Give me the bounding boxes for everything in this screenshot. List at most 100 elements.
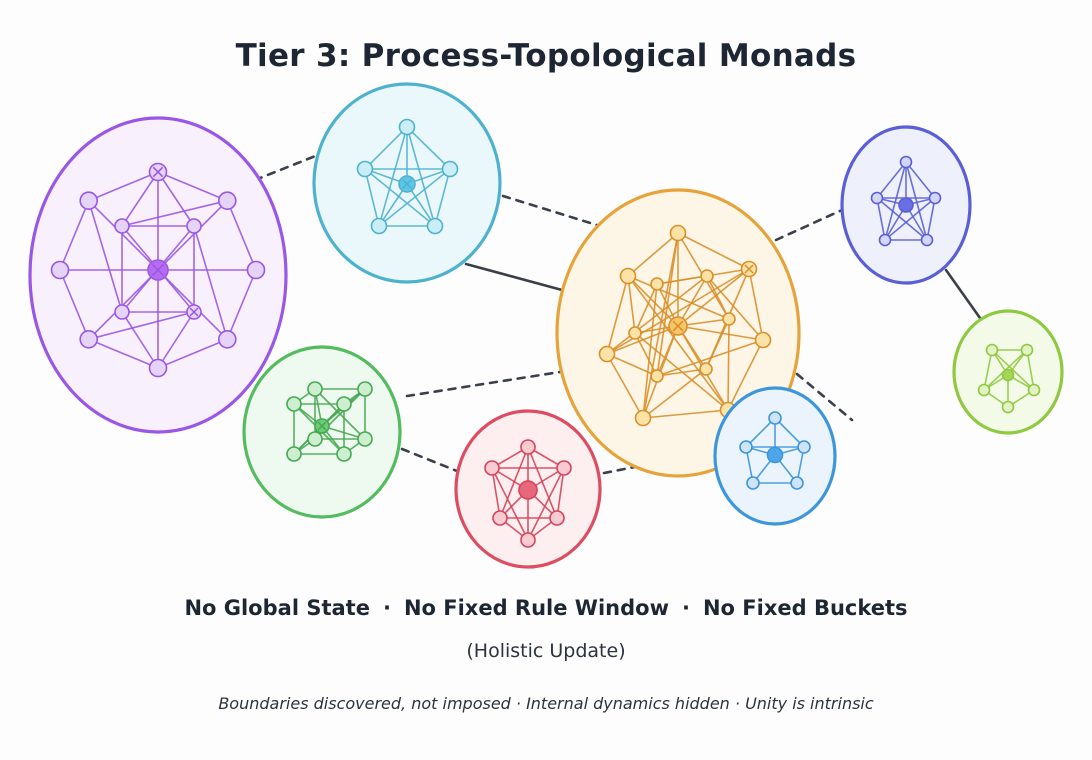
graph-node <box>484 460 500 476</box>
graph-node <box>870 191 884 205</box>
monad-purple <box>28 116 288 434</box>
graph-node <box>370 217 388 235</box>
graph-node <box>1020 343 1034 357</box>
graph-edge <box>121 171 159 227</box>
monads-layer <box>28 82 1064 569</box>
graph-node <box>336 446 352 462</box>
holistic-update-caption: (Holistic Update) <box>466 640 626 662</box>
graph-node <box>619 267 637 285</box>
graph-edge <box>634 283 658 334</box>
graph-node <box>650 369 664 383</box>
graph-edge <box>157 171 228 202</box>
graph-node <box>650 277 664 291</box>
graph-edge <box>1026 349 1035 391</box>
graph-edge <box>491 467 501 519</box>
graph-edge <box>364 168 380 227</box>
graph-node <box>246 260 266 280</box>
core-node <box>518 480 538 500</box>
graph-edge <box>226 200 257 271</box>
graph-node <box>286 446 302 462</box>
graph-edge <box>905 161 928 241</box>
graph-node <box>790 476 804 490</box>
graph-edge <box>59 269 90 340</box>
graph-edge <box>556 467 565 519</box>
graph-node <box>699 362 713 376</box>
graph-node <box>398 118 416 136</box>
core-node <box>1001 368 1015 382</box>
graph-edge <box>121 199 228 227</box>
graph-edge <box>157 171 195 227</box>
graph-node <box>217 329 237 349</box>
graph-edge <box>876 197 928 241</box>
graph-edge <box>634 332 658 377</box>
graph-edge <box>606 353 658 377</box>
graph-edge <box>677 232 750 270</box>
principle-no-fixed-rule-window: No Fixed Rule Window <box>403 596 669 620</box>
dashed-link <box>400 447 464 475</box>
graph-edge <box>727 318 730 411</box>
graph-edge <box>991 349 1035 391</box>
graph-node <box>598 345 616 363</box>
monad-lime <box>952 309 1064 435</box>
graph-edge <box>406 126 451 170</box>
graph-edge <box>677 268 750 327</box>
dashed-link <box>405 370 562 398</box>
graph-edge <box>527 446 558 519</box>
graph-node <box>700 269 714 283</box>
graph-node <box>628 326 642 340</box>
graph-edge <box>627 275 729 411</box>
graph-edge <box>606 275 629 355</box>
graph-edge <box>157 311 195 369</box>
graph-edge <box>774 417 805 448</box>
graph-edge <box>884 197 936 241</box>
principles-line: No Global State·No Fixed Rule Window·No … <box>0 596 1092 620</box>
cross-mark <box>151 263 165 277</box>
graph-edge <box>642 368 707 419</box>
graph-edge <box>88 338 159 369</box>
graph-node <box>634 409 652 427</box>
cross-mark <box>189 307 199 317</box>
graph-node <box>441 160 459 178</box>
graph-node <box>878 233 892 247</box>
monad-red <box>454 409 602 569</box>
monad-nodes <box>870 155 942 247</box>
graph-edge <box>606 268 750 355</box>
monad-green <box>242 345 402 519</box>
graph-edge <box>876 197 886 241</box>
monad-edges <box>59 171 257 369</box>
graph-edge <box>656 339 764 377</box>
monad-nodes <box>356 118 459 235</box>
graph-edge <box>905 161 936 199</box>
graph-node <box>426 217 444 235</box>
graph-node <box>357 381 373 397</box>
dashed-link <box>501 194 602 228</box>
graph-node <box>307 431 323 447</box>
graph-edge <box>157 338 228 369</box>
graph-edge <box>406 126 436 227</box>
graph-node <box>520 439 536 455</box>
graph-node <box>114 304 130 320</box>
graph-edge <box>226 269 257 340</box>
graph-edge <box>656 232 679 377</box>
graph-node <box>746 476 760 490</box>
graph-node <box>754 331 772 349</box>
graph-edge <box>378 126 408 227</box>
graph-node <box>114 218 130 234</box>
monad-indigo <box>840 125 972 285</box>
graph-edge <box>491 467 529 541</box>
dashed-link <box>253 153 320 182</box>
graph-edge <box>642 232 679 419</box>
monad-nodes <box>286 381 373 462</box>
graph-node <box>549 510 565 526</box>
graph-edge <box>884 161 907 241</box>
graph-edge <box>748 268 764 341</box>
graph-node <box>492 510 508 526</box>
graph-edge <box>627 275 636 334</box>
graph-edge <box>606 353 644 419</box>
graph-edge <box>88 311 195 341</box>
graph-edge <box>364 126 408 170</box>
graph-edge <box>364 168 436 227</box>
cross-mark <box>402 179 412 189</box>
monad-nodes <box>977 343 1041 414</box>
graph-node <box>669 224 687 242</box>
